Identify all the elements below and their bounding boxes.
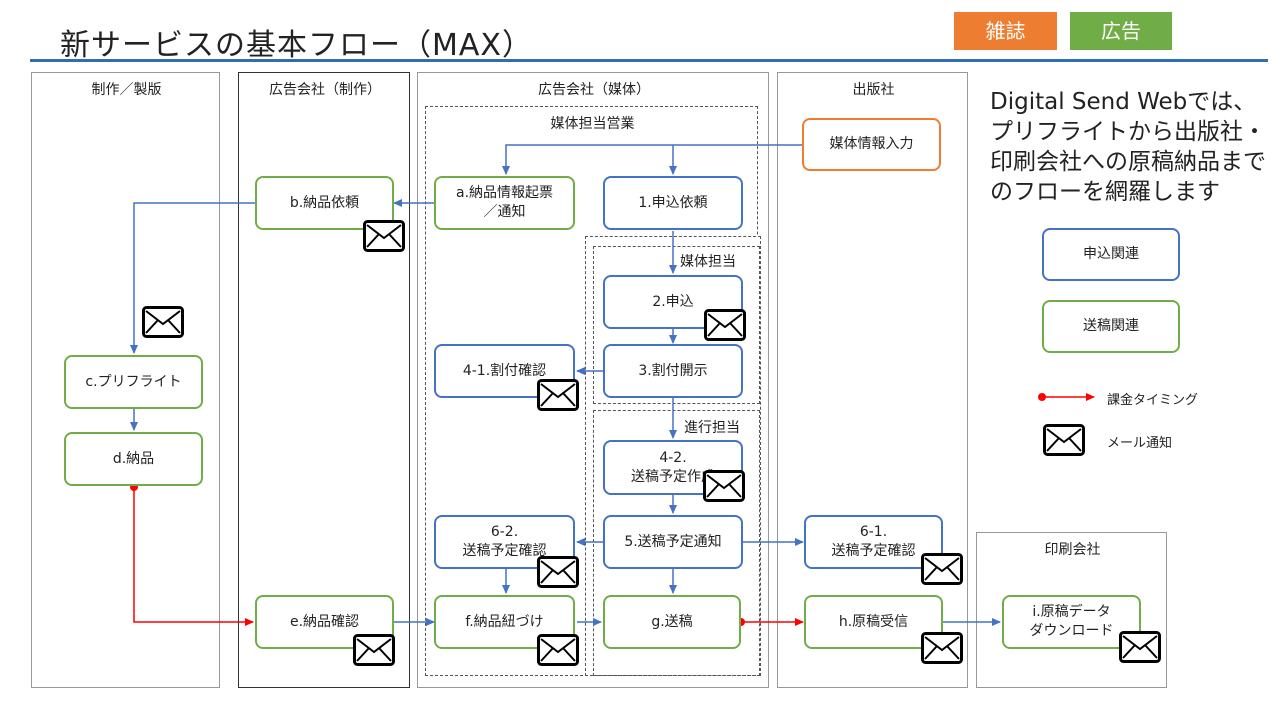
mail-icon — [921, 553, 963, 585]
node-media-info-input[interactable]: 媒体情報入力 — [802, 118, 941, 171]
node-42-schedule-create[interactable]: 4-2. 送稿予定作成 — [603, 440, 743, 495]
node-d-delivery[interactable]: d.納品 — [64, 432, 203, 486]
node-61-schedule-check[interactable]: 6-1. 送稿予定確認 — [804, 515, 943, 569]
group-media-staff: 媒体担当 — [593, 246, 760, 404]
mail-icon — [537, 379, 579, 411]
lane-agency-media: 広告会社（媒体） — [417, 72, 769, 688]
arrow-b-to-c — [130, 202, 255, 354]
group-progress-staff: 進行担当 — [593, 410, 760, 676]
arrow-media-info-to-a — [502, 144, 802, 175]
node-i-download[interactable]: i.原稿データ ダウンロード — [1002, 595, 1141, 649]
node-c-preflight[interactable]: c.プリフライト — [64, 355, 203, 409]
legend-send-related: 送稿関連 — [1042, 300, 1180, 353]
lane-printer-title: 印刷会社 — [1044, 542, 1101, 558]
tag-ad[interactable]: 広告 — [1070, 12, 1172, 50]
legend-mail-icon — [1043, 424, 1085, 456]
node-5-schedule-notice[interactable]: 5.送稿予定通知 — [603, 515, 743, 569]
node-1-request[interactable]: 1.申込依頼 — [603, 176, 743, 230]
mail-icon — [1119, 631, 1161, 663]
flow-caption: Digital Send Webでは、プリフライトから出版社・印刷会社への原稿納… — [990, 89, 1266, 205]
mail-icon — [921, 632, 963, 664]
legend-billing-dot — [1038, 393, 1046, 401]
page-title: 新サービスの基本フロー（MAX） — [60, 28, 533, 63]
lane-agency-production-title: 広告会社（制作） — [269, 82, 381, 98]
lane-publisher: 出版社 — [777, 72, 968, 688]
legend-mail-label: メール通知 — [1107, 436, 1173, 451]
node-3-allocation[interactable]: 3.割付開示 — [603, 344, 743, 398]
mail-icon — [353, 634, 395, 666]
group-progress-staff-title: 進行担当 — [684, 420, 740, 436]
mail-icon — [537, 556, 579, 588]
node-62-schedule-check[interactable]: 6-2. 送稿予定確認 — [434, 515, 575, 569]
group-media-staff-title: 媒体担当 — [680, 254, 736, 270]
billing-arrow-d-to-e — [133, 486, 254, 626]
lane-agency-media-title: 広告会社（媒体） — [538, 82, 650, 98]
mail-icon — [537, 634, 579, 666]
legend-apply-related: 申込関連 — [1042, 228, 1180, 281]
node-g-send[interactable]: g.送稿 — [603, 595, 741, 649]
lane-production: 制作／製版 — [31, 72, 220, 688]
mail-icon — [704, 309, 746, 341]
tag-magazine[interactable]: 雑誌 — [954, 12, 1057, 50]
lane-agency-production: 広告会社（制作） — [238, 72, 410, 688]
lane-production-title: 制作／製版 — [91, 82, 162, 98]
title-underline — [30, 59, 1268, 62]
lane-printer: 印刷会社 — [976, 532, 1167, 688]
mail-icon — [363, 220, 405, 252]
mail-icon — [703, 470, 745, 502]
node-a-delivery-info[interactable]: a.納品情報起票 ／通知 — [434, 176, 575, 230]
lane-publisher-title: 出版社 — [852, 82, 895, 98]
mail-icon — [142, 306, 184, 338]
node-2-apply[interactable]: 2.申込 — [603, 275, 743, 329]
node-h-receive[interactable]: h.原稿受信 — [804, 595, 943, 649]
group-media-sales-title: 媒体担当営業 — [550, 116, 635, 132]
legend-billing-label: 課金タイミング — [1107, 393, 1199, 408]
